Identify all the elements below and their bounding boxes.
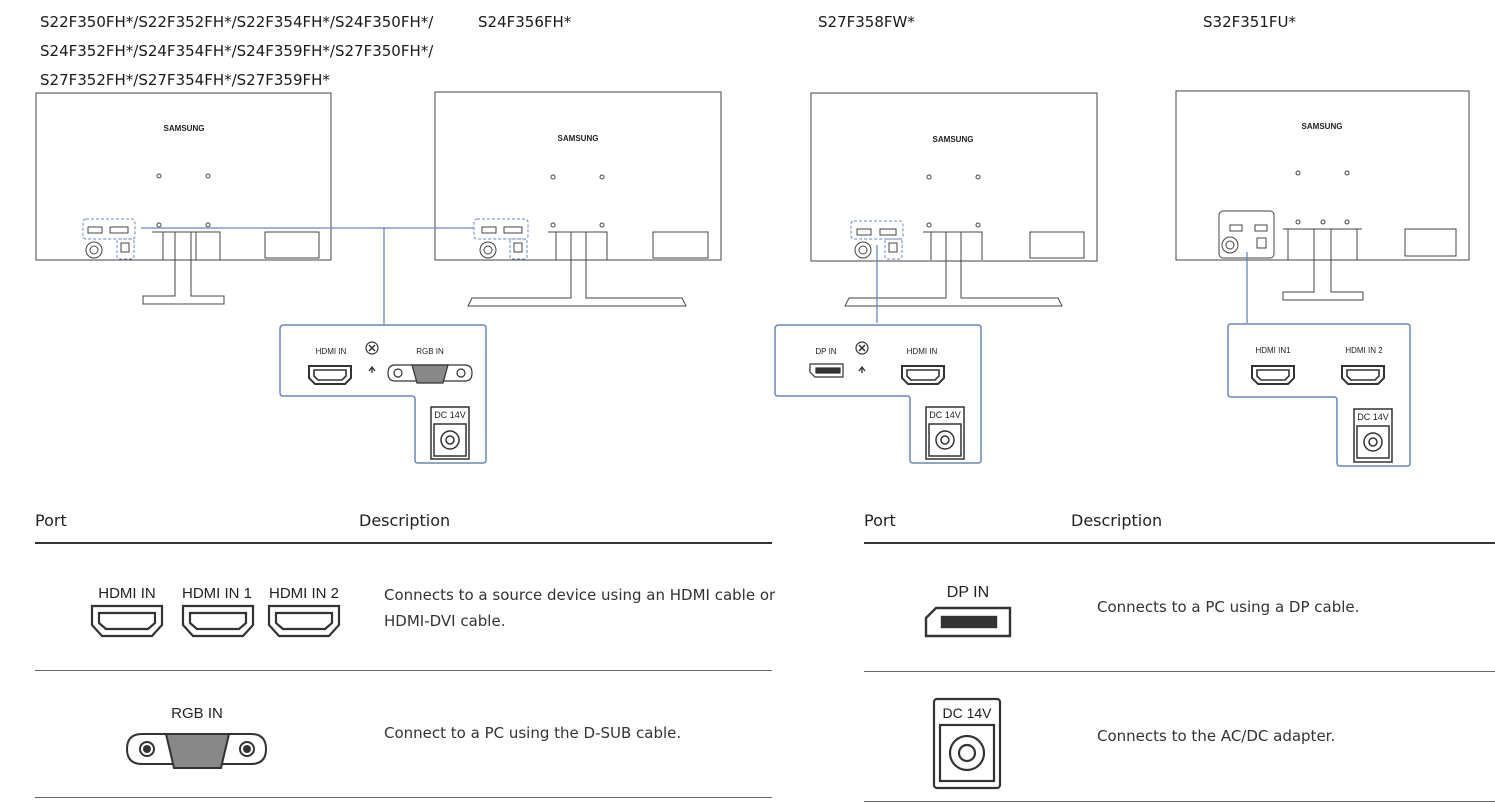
model-list-line: S22F350FH*/S22F352FH*/S22F354FH*/S24F350… — [40, 13, 434, 31]
port-label-rgb-in: RGB IN — [171, 705, 223, 722]
dp-port-icon — [809, 363, 844, 378]
table-left-header-rule — [35, 542, 772, 544]
port-label-hdmi-in1: HDMI IN 1 — [182, 585, 252, 602]
model-name-group4: S32F351FU* — [1203, 13, 1296, 31]
brand-logo: SAMSUNG — [558, 134, 599, 143]
arrow-up-icon — [368, 365, 376, 373]
monitor-2: SAMSUNG — [434, 91, 722, 307]
callout-label-hdmi-in2: HDMI IN 2 — [1345, 346, 1383, 355]
dp-port-icon: DP IN — [924, 584, 1012, 638]
port-label-hdmi-in2: HDMI IN 2 — [269, 585, 339, 602]
description-dc: Connects to the AC/DC adapter. — [1097, 727, 1336, 745]
table-right-header-description: Description — [1071, 511, 1163, 530]
lock-icon — [855, 341, 869, 355]
callout-label-dc: DC 14V — [434, 410, 466, 420]
callout-hdmi-rgb — [279, 324, 487, 464]
callout-hdmi1-hdmi2 — [1227, 323, 1411, 467]
model-list-line: S27F352FH*/S27F354FH*/S27F359FH* — [40, 71, 330, 89]
table-right-header-port: Port — [864, 511, 896, 530]
dc-port-icon: DC 14V — [932, 697, 1002, 790]
callout-label-hdmi-in: HDMI IN — [316, 347, 347, 356]
dc-port-icon — [1353, 408, 1393, 463]
rgb-port-icon — [387, 364, 473, 384]
brand-logo: SAMSUNG — [164, 124, 205, 133]
callout-label-dp-in: DP IN — [815, 347, 836, 356]
port-label-dc: DC 14V — [942, 705, 992, 721]
table-left-header-port: Port — [35, 511, 67, 530]
monitor-1: SAMSUNG — [35, 92, 332, 305]
table-left-bottom-rule — [35, 797, 772, 798]
monitor-rear-figures: SAMSUNG SAMSUNG HDMI IN RGB IN — [35, 90, 1470, 467]
lock-icon — [365, 341, 379, 355]
model-list-group1: S22F350FH*/S22F352FH*/S22F354FH*/S24F350… — [40, 8, 433, 95]
monitor-4: SAMSUNG — [1175, 90, 1470, 301]
callout-label-hdmi-in1: HDMI IN1 — [1255, 346, 1291, 355]
callout-dp-hdmi — [774, 324, 982, 464]
rgb-port-icon: RGB IN — [125, 705, 268, 769]
table-left-header-description: Description — [359, 511, 451, 530]
model-name-group3: S27F358FW* — [818, 13, 915, 31]
description-rgb: Connect to a PC using the D-SUB cable. — [384, 724, 682, 742]
dc-port-icon — [925, 406, 965, 460]
description-hdmi: Connects to a source device using an HDM… — [384, 582, 775, 634]
hdmi-ports-icon: HDMI IN HDMI IN 1 HDMI IN 2 — [90, 585, 341, 638]
table-left-row-rule — [35, 670, 772, 671]
callout-label-dc: DC 14V — [1357, 412, 1389, 422]
table-right-header-rule — [864, 542, 1495, 544]
brand-logo: SAMSUNG — [1302, 122, 1343, 131]
description-line: HDMI-DVI cable. — [384, 612, 506, 630]
callout-label-hdmi-in: HDMI IN — [907, 347, 938, 356]
description-line: Connects to a source device using an HDM… — [384, 586, 776, 604]
port-label-dp-in: DP IN — [947, 584, 989, 601]
model-list-line: S24F352FH*/S24F354FH*/S24F359FH*/S27F350… — [40, 42, 434, 60]
table-right-row-rule — [864, 671, 1495, 672]
brand-logo: SAMSUNG — [933, 135, 974, 144]
monitor-3: SAMSUNG — [810, 92, 1098, 307]
callout-label-dc: DC 14V — [929, 410, 961, 420]
callout-label-rgb-in: RGB IN — [416, 347, 444, 356]
table-right-bottom-rule — [864, 801, 1495, 802]
model-name-group2: S24F356FH* — [478, 13, 572, 31]
description-dp: Connects to a PC using a DP cable. — [1097, 598, 1360, 616]
port-label-hdmi-in: HDMI IN — [98, 585, 156, 602]
dc-port-icon — [430, 406, 470, 460]
arrow-up-icon — [858, 365, 866, 373]
